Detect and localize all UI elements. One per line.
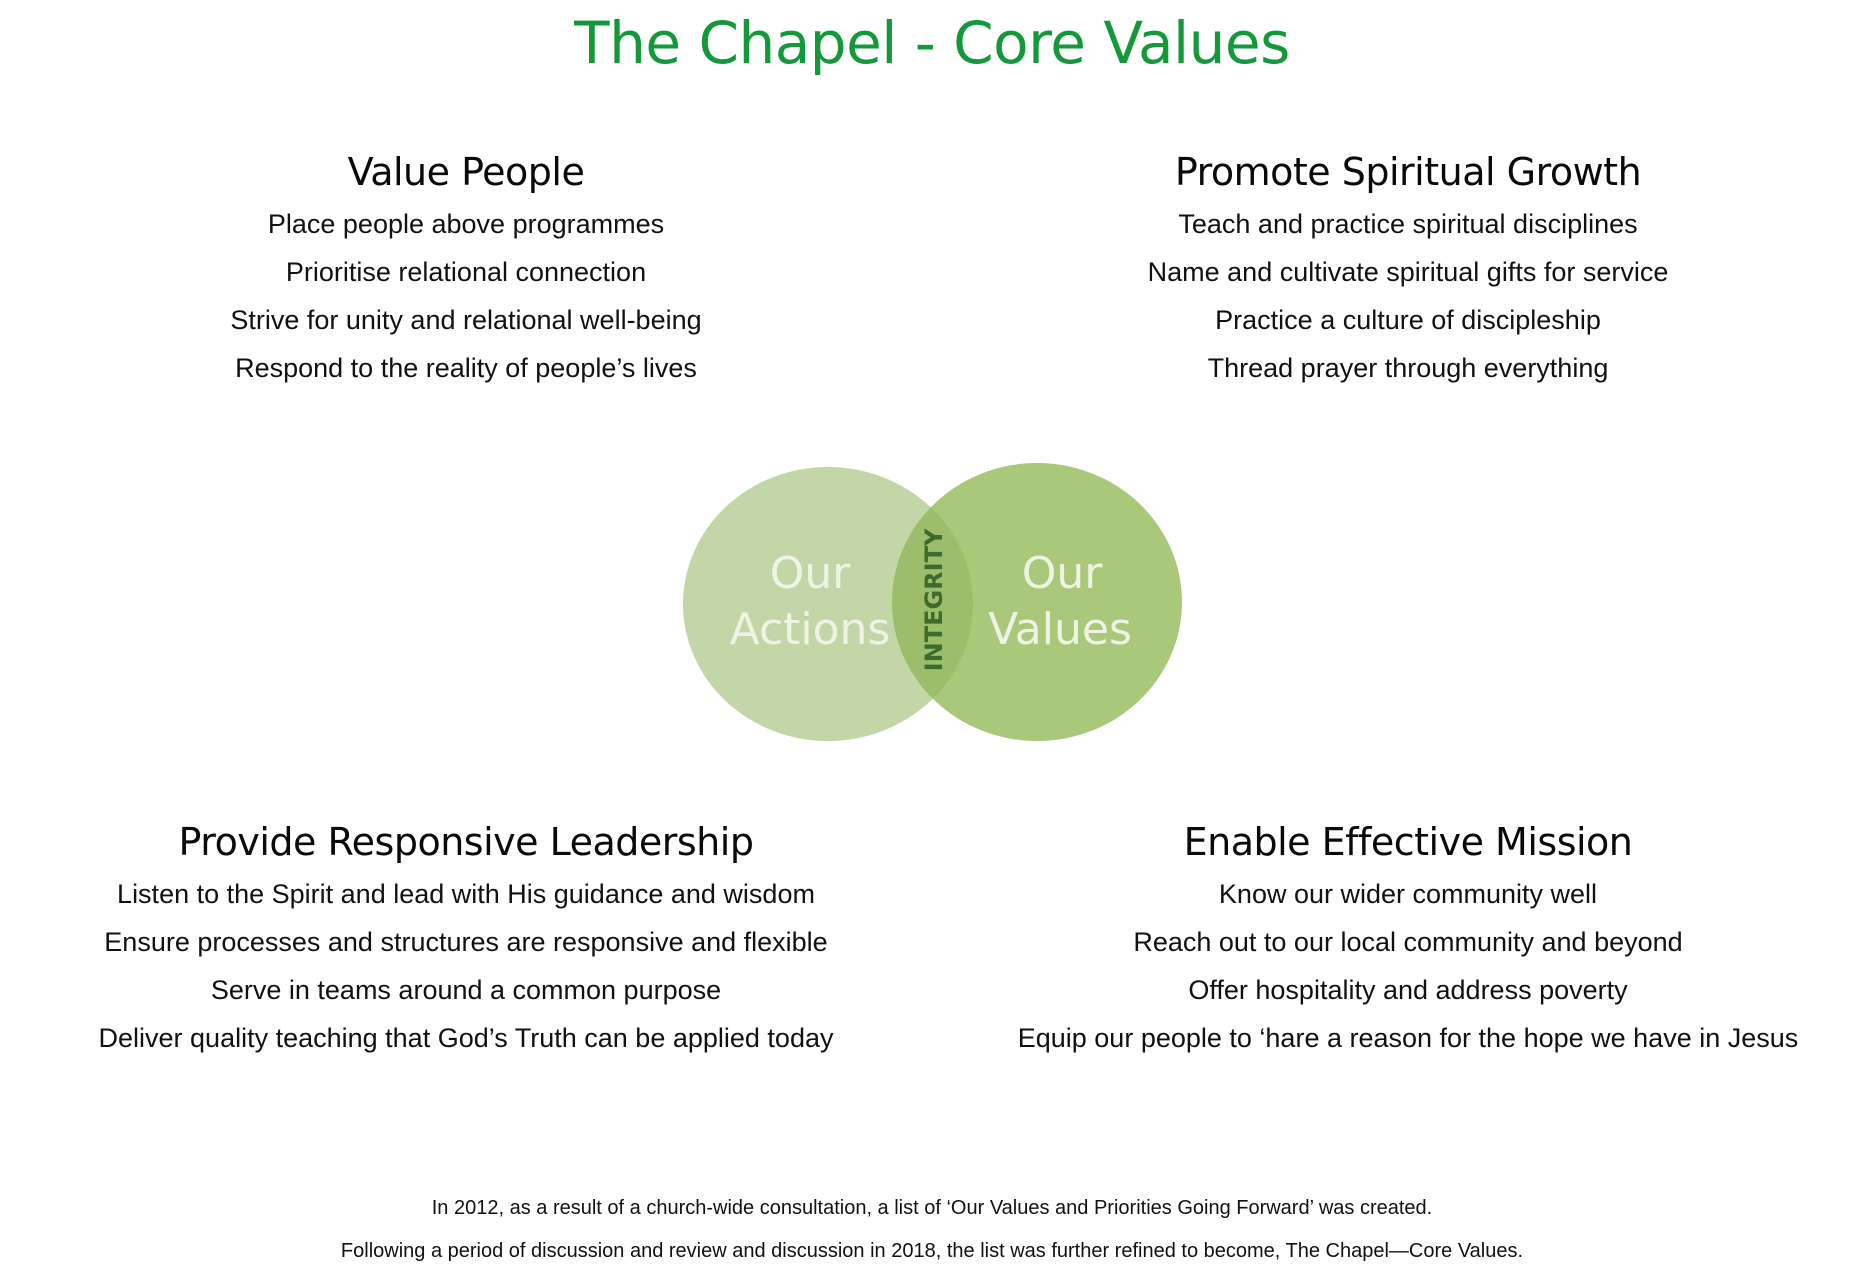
list-item: Listen to the Spirit and lead with His g… (117, 879, 815, 909)
venn-right-label-line1: Our (1022, 548, 1104, 599)
list-item: Ensure processes and structures are resp… (104, 927, 828, 957)
section-provide-responsive-leadership: Provide Responsive Leadership Listen to … (0, 818, 932, 1062)
venn-integrity-label: INTEGRITY (920, 528, 948, 671)
venn-overlap-integrity (892, 467, 973, 741)
venn-circle-actions (683, 467, 973, 741)
value-list: Listen to the Spirit and lead with His g… (0, 870, 932, 1062)
section-heading: Enable Effective Mission (1183, 820, 1633, 864)
list-item: Deliver quality teaching that God’s Trut… (98, 1023, 834, 1053)
list-item: Place people above programmes (267, 209, 665, 239)
value-list: Place people above programmes Prioritise… (0, 200, 932, 392)
venn-right-label-line2: Values (988, 604, 1132, 655)
section-heading: Promote Spiritual Growth (1174, 150, 1642, 194)
list-item: Serve in teams around a common purpose (210, 975, 722, 1005)
list-item: Name and cultivate spiritual gifts for s… (1147, 257, 1669, 287)
footer-note-2018: Following a period of discussion and rev… (340, 1240, 1524, 1262)
list-item: Know our wider community well (1218, 879, 1598, 909)
list-item: Reach out to our local community and bey… (1133, 927, 1683, 957)
section-heading: Value People (347, 150, 585, 194)
section-enable-effective-mission: Enable Effective Mission Know our wider … (942, 818, 1864, 1062)
venn-left-label-line2: Actions (730, 604, 891, 655)
list-item: Thread prayer through everything (1207, 353, 1609, 383)
venn-circle-values (892, 463, 1182, 741)
list-item: Respond to the reality of people’s lives (235, 353, 697, 383)
footer-note-2012: In 2012, as a result of a church-wide co… (431, 1197, 1433, 1219)
list-item: Teach and practice spiritual disciplines (1178, 209, 1638, 239)
list-item: Offer hospitality and address poverty (1188, 975, 1628, 1005)
page-title: The Chapel - Core Values (574, 9, 1290, 77)
section-heading: Provide Responsive Leadership (178, 820, 754, 864)
section-value-people: Value People Place people above programm… (0, 148, 932, 392)
value-list: Teach and practice spiritual disciplines… (942, 200, 1864, 392)
list-item: Prioritise relational connection (285, 257, 647, 287)
value-list: Know our wider community well Reach out … (942, 870, 1864, 1062)
list-item: Equip our people to ‘hare a reason for t… (1017, 1023, 1799, 1053)
list-item: Strive for unity and relational well-bei… (230, 305, 702, 335)
venn-left-label-line1: Our (770, 548, 852, 599)
list-item: Practice a culture of discipleship (1215, 305, 1601, 335)
section-promote-spiritual-growth: Promote Spiritual Growth Teach and pract… (942, 148, 1864, 392)
